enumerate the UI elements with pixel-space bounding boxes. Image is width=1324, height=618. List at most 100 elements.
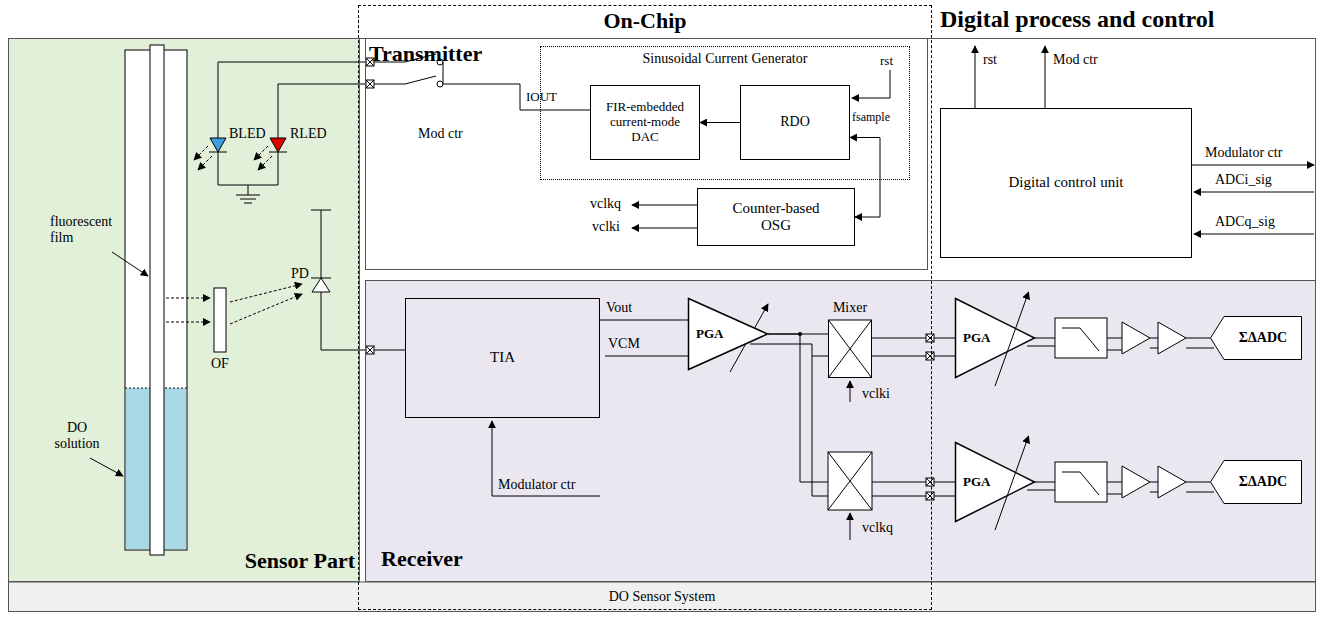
filter-chain bbox=[1107, 494, 1122, 495]
node-text: Receiver bbox=[381, 546, 463, 571]
signal-arrow bbox=[1194, 234, 1314, 235]
mixer-cross bbox=[829, 320, 872, 378]
bond-pad bbox=[366, 80, 374, 88]
signal-arrow bbox=[730, 304, 768, 372]
light-path bbox=[166, 322, 210, 323]
signal-label: Mod ctr bbox=[418, 126, 463, 142]
chip-boundary: On-Chip bbox=[358, 5, 932, 610]
bond-pad bbox=[926, 492, 934, 500]
wire bbox=[374, 62, 405, 63]
amplifier-triangle-shape bbox=[956, 443, 1035, 522]
wire bbox=[218, 152, 278, 185]
bond-pad bbox=[366, 58, 374, 66]
signal-arrow bbox=[1192, 165, 1314, 166]
signal-wire bbox=[700, 122, 740, 123]
gain-arrow bbox=[995, 436, 1029, 530]
amplifier-triangle: PGA bbox=[955, 298, 1035, 378]
filter-chain bbox=[1062, 472, 1099, 495]
tia-box: TIA bbox=[405, 298, 600, 418]
led-symbol bbox=[270, 138, 286, 152]
light-path bbox=[166, 284, 302, 324]
adc-block-outline bbox=[1210, 316, 1302, 360]
wire bbox=[374, 350, 405, 351]
switch-symbol bbox=[405, 54, 443, 87]
filter-chain bbox=[1150, 492, 1158, 493]
wire bbox=[374, 84, 405, 85]
receiver-block: ReceiverTIAPGAMixerPGAPGAΣΔADCΣΔADC bbox=[365, 280, 1316, 582]
wire bbox=[443, 62, 590, 110]
differential-wire bbox=[872, 496, 955, 497]
photodiode-symbol bbox=[311, 210, 331, 292]
wire bbox=[321, 292, 366, 350]
junction-dot bbox=[798, 332, 802, 336]
sample-tube bbox=[150, 45, 164, 555]
adc-block-outline bbox=[1210, 460, 1302, 504]
oscillator-box: RDO bbox=[740, 85, 850, 160]
leader-line bbox=[112, 252, 148, 276]
transmitter-block: Transmitter Sinusoidal Current GeneratorF… bbox=[365, 38, 928, 270]
node-text: Sinusoidal Current Generator bbox=[541, 51, 909, 67]
filter-chain bbox=[1027, 490, 1055, 491]
bond-pad bbox=[926, 478, 934, 486]
receiver-fill bbox=[365, 280, 1316, 582]
signal-label: ADCq_sig bbox=[1215, 214, 1275, 230]
adc-block-shape bbox=[1211, 461, 1302, 504]
optical-filter bbox=[214, 288, 226, 352]
node-text: PGA bbox=[696, 327, 723, 342]
signal-label: Modulator ctr bbox=[498, 477, 575, 493]
emission-arrow bbox=[194, 146, 208, 160]
amplifier-triangle-shape bbox=[689, 299, 768, 370]
adc-block-shape bbox=[1211, 317, 1302, 360]
amplifier-triangle-outline bbox=[955, 298, 1035, 378]
signal-label: IOUT bbox=[526, 90, 557, 105]
signal-arrow bbox=[975, 46, 976, 108]
optical-filter bbox=[214, 288, 226, 352]
receiver-fill bbox=[365, 280, 1316, 582]
transmitter-fill bbox=[365, 38, 928, 270]
node-text: ΣΔADC bbox=[1239, 330, 1287, 346]
sample-tube bbox=[125, 45, 187, 555]
mixer-symbol bbox=[828, 452, 872, 510]
wire bbox=[248, 185, 249, 195]
bond-pad bbox=[366, 58, 374, 66]
amplifier-triangle-shape bbox=[956, 299, 1035, 378]
node-text: ΣΔADC bbox=[1239, 474, 1287, 490]
system-strip bbox=[8, 582, 1316, 612]
amplifier-triangle-outline bbox=[955, 442, 1035, 522]
node-text: RDO bbox=[780, 114, 810, 130]
bond-pad bbox=[926, 334, 934, 342]
mixer-symbol bbox=[828, 452, 872, 510]
filter-chain bbox=[1062, 328, 1099, 351]
amplifier-triangle: PGA bbox=[688, 298, 768, 370]
bond-pad bbox=[366, 346, 374, 354]
differential-wire bbox=[750, 344, 828, 496]
light-path bbox=[230, 284, 302, 302]
signal-label: fluorescent film bbox=[50, 214, 128, 246]
system-strip bbox=[8, 582, 1316, 583]
node-text: Counter-based OSG bbox=[720, 200, 832, 235]
node-text: Transmitter bbox=[369, 41, 482, 66]
signal-arrow bbox=[632, 228, 697, 229]
signal-arrow bbox=[632, 205, 697, 206]
filter-chain bbox=[1186, 492, 1214, 493]
signal-label: RLED bbox=[290, 126, 327, 142]
filter-chain bbox=[1150, 348, 1158, 349]
led-symbol bbox=[210, 138, 226, 152]
led-symbol bbox=[209, 138, 287, 152]
differential-wire bbox=[812, 356, 828, 357]
wire bbox=[240, 199, 256, 200]
signal-label: vclki bbox=[862, 386, 890, 402]
filter-chain bbox=[1107, 350, 1122, 351]
sensor-region-fill bbox=[8, 38, 360, 582]
node-text: Mixer bbox=[828, 300, 872, 316]
wire bbox=[218, 62, 590, 350]
node-text: DO Sensor System bbox=[9, 589, 1315, 605]
node-text: FIR-embedded current-mode DAC bbox=[597, 100, 693, 145]
signal-label: PD bbox=[291, 266, 309, 282]
signal-generator-box: Counter-based OSG bbox=[697, 188, 855, 246]
node-text: PGA bbox=[963, 475, 990, 490]
bond-pad bbox=[926, 352, 934, 360]
signal-arrow bbox=[850, 513, 851, 540]
bond-pad bbox=[926, 352, 934, 360]
